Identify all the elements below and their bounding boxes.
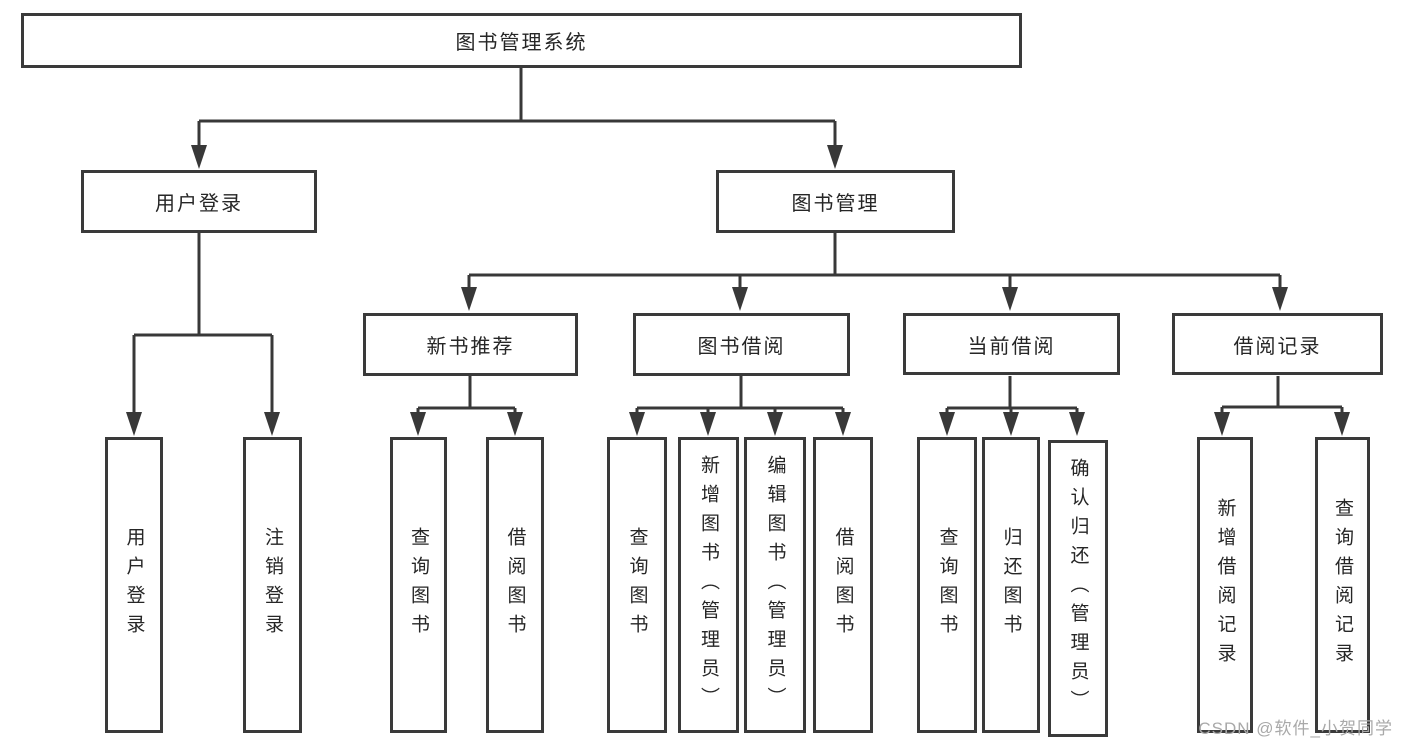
leaf-borrow-book-under-new-book-label: 借阅图书	[504, 527, 526, 643]
connector-book-mgmt-children	[461, 233, 1288, 311]
leaf-add-borrow-record-label: 新增借阅记录	[1214, 498, 1236, 672]
leaf-borrow-book-under-new-book: 借阅图书	[486, 437, 544, 733]
leaf-query-book-under-borrow-label: 查询图书	[626, 527, 648, 643]
node-library-management-system: 图书管理系统	[21, 13, 1022, 68]
leaf-query-book-under-new-book: 查询图书	[390, 437, 447, 733]
connector-borrow-records-children	[1214, 376, 1350, 436]
node-book-management-label: 图书管理	[791, 193, 880, 215]
node-new-book-recommend-label: 新书推荐	[426, 336, 515, 358]
connector-new-book-rec-children	[410, 376, 523, 436]
leaf-return-book: 归还图书	[982, 437, 1040, 733]
leaf-query-book-under-borrow: 查询图书	[607, 437, 667, 733]
leaf-logout-label: 注销登录	[262, 527, 283, 643]
node-book-management: 图书管理	[716, 170, 955, 233]
node-book-borrow: 图书借阅	[633, 313, 850, 376]
leaf-edit-book-admin: 编辑图书（管理员）	[744, 437, 806, 733]
leaf-query-book-under-current-label: 查询图书	[936, 527, 958, 643]
node-book-borrow-label: 图书借阅	[697, 336, 786, 358]
connector-user-login-children	[126, 233, 280, 436]
leaf-user-login: 用户登录	[105, 437, 163, 733]
node-user-login: 用户登录	[81, 170, 317, 233]
leaf-return-book-label: 归还图书	[1000, 527, 1022, 643]
leaf-query-borrow-record: 查询借阅记录	[1315, 437, 1370, 733]
node-current-borrow-label: 当前借阅	[967, 335, 1056, 358]
node-new-book-recommend: 新书推荐	[363, 313, 578, 376]
connector-current-borrow-children	[939, 376, 1085, 436]
node-library-management-system-label: 图书管理系统	[455, 32, 588, 54]
leaf-logout: 注销登录	[243, 437, 302, 733]
node-user-login-label: 用户登录	[155, 193, 243, 215]
leaf-borrow-book-under-borrow: 借阅图书	[813, 437, 873, 733]
leaf-add-borrow-record: 新增借阅记录	[1197, 437, 1253, 733]
node-borrow-records-label: 借阅记录	[1233, 335, 1322, 358]
leaf-query-borrow-record-label: 查询借阅记录	[1332, 498, 1353, 672]
leaf-user-login-label: 用户登录	[123, 527, 145, 643]
leaf-add-book-admin: 新增图书（管理员）	[678, 437, 739, 733]
leaf-confirm-return-admin: 确认归还（管理员）	[1048, 440, 1108, 737]
leaf-edit-book-admin-label: 编辑图书（管理员）	[764, 454, 786, 716]
leaf-query-book-under-new-book-label: 查询图书	[408, 527, 429, 643]
leaf-borrow-book-under-borrow-label: 借阅图书	[832, 527, 854, 643]
connector-root-to-level2	[191, 68, 843, 169]
node-current-borrow: 当前借阅	[903, 313, 1120, 375]
leaf-query-book-under-current: 查询图书	[917, 437, 977, 733]
node-borrow-records: 借阅记录	[1172, 313, 1383, 375]
leaf-confirm-return-admin-label: 确认归还（管理员）	[1067, 458, 1089, 719]
watermark: CSDN @软件_小贺同学	[1198, 719, 1393, 738]
leaf-add-book-admin-label: 新增图书（管理员）	[698, 454, 719, 716]
connector-book-borrow-children	[629, 376, 851, 436]
